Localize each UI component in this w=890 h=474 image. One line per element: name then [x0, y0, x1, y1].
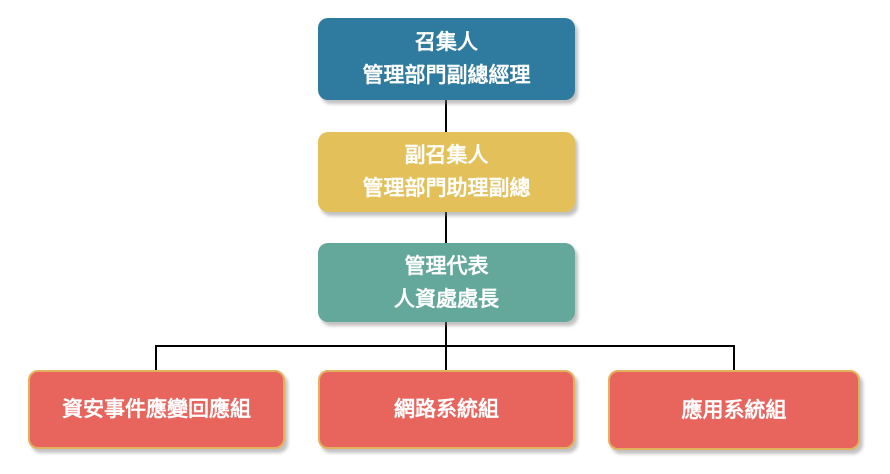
- convener-role-label: 召集人: [415, 31, 478, 54]
- org-node-application-systems-team: 應用系統組: [608, 370, 860, 450]
- connector-convener-to-deputy: [445, 100, 447, 133]
- org-node-convener: 召集人 管理部門副總經理: [318, 18, 575, 100]
- connector-drop-team-1: [155, 345, 157, 371]
- management-representative-person-label: 人資處處長: [394, 287, 499, 311]
- org-node-management-representative: 管理代表 人資處處長: [318, 243, 575, 322]
- management-representative-role-label: 管理代表: [404, 254, 489, 278]
- deputy-convener-role-label: 副召集人: [404, 144, 489, 167]
- connector-teams-rail: [155, 345, 735, 347]
- network-systems-team-label: 網路系統組: [394, 398, 499, 421]
- org-node-network-systems-team: 網路系統組: [318, 370, 575, 449]
- incident-response-team-label: 資安事件應變回應組: [62, 398, 251, 421]
- connector-deputy-to-representative: [445, 212, 447, 244]
- connector-drop-team-3: [733, 345, 735, 371]
- convener-person-label: 管理部門副總經理: [362, 64, 531, 87]
- org-node-deputy-convener: 副召集人 管理部門助理副總: [318, 132, 575, 212]
- org-node-incident-response-team: 資安事件應變回應組: [28, 370, 285, 449]
- application-systems-team-label: 應用系統組: [681, 398, 787, 422]
- deputy-convener-person-label: 管理部門助理副總: [362, 177, 531, 200]
